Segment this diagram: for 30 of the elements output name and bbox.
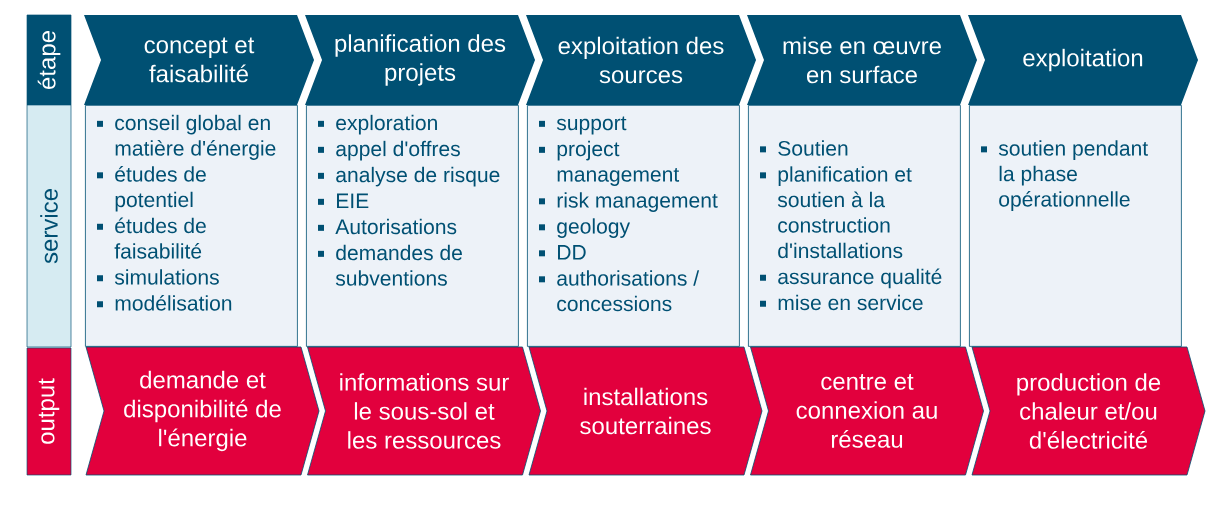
list-item: assurance qualité <box>778 268 942 289</box>
list-item: support <box>556 116 627 135</box>
stage-banner: concept et faisabilité <box>84 15 314 105</box>
row-label: output <box>26 347 72 476</box>
result-banner: installations souterraines <box>528 346 763 476</box>
stage-banner: mise en œuvre en surface <box>747 15 977 105</box>
row-label: étape <box>26 14 72 106</box>
list-item: Soutien <box>778 140 848 156</box>
list-item: authorisations / concessions <box>557 270 700 312</box>
list-item: geology <box>557 218 630 238</box>
result-banner: centre et connexion au réseau <box>750 346 984 476</box>
result-banner: informations sur le sous-sol et les ressources <box>307 346 541 476</box>
list-item: risk management <box>557 192 718 212</box>
list-item: appel d'offres <box>336 140 460 161</box>
list-item: soutien pendant la phase opérationnelle <box>998 140 1148 211</box>
list-item: Autorisations <box>335 218 457 235</box>
list-item: simulations <box>114 269 219 285</box>
stage-banner: planification des projets <box>305 15 535 105</box>
list-item: exploration <box>336 114 437 135</box>
stage-banner: exploitation <box>968 15 1198 105</box>
list-item: analyse de risque <box>336 166 500 187</box>
row-label: service <box>26 104 72 348</box>
result-banner: production de chaleur et/ou d'électricité <box>971 346 1206 476</box>
list-item: mise en service <box>778 294 923 311</box>
list-item: modélisation <box>115 295 232 311</box>
list-item: DD <box>558 245 586 260</box>
stage-banner: exploitation des sources <box>526 15 756 105</box>
result-banner: demande et disponibilité de l'énergie <box>85 346 320 476</box>
list-item: EIE <box>337 193 369 209</box>
list-item: demandes de subventions <box>335 244 462 286</box>
